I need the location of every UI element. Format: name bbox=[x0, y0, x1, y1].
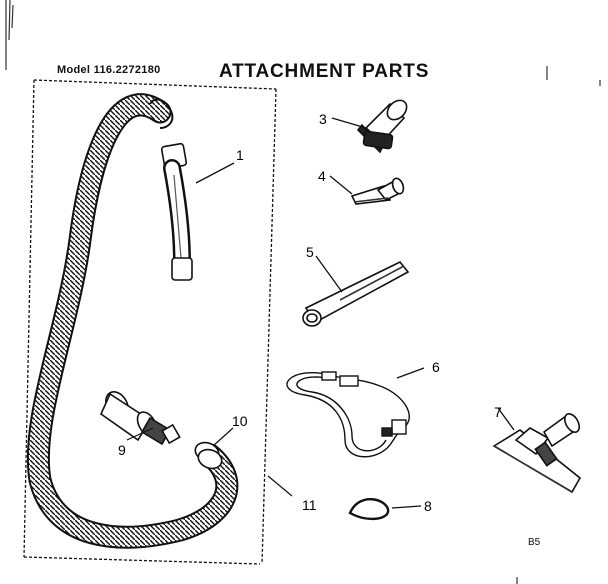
callout-11: 11 bbox=[302, 497, 317, 513]
callout-8: 8 bbox=[424, 498, 432, 514]
callout-9: 9 bbox=[118, 442, 126, 458]
leader-5 bbox=[315, 255, 343, 293]
part-8-retaining-clip bbox=[348, 497, 390, 521]
page-code: B5 bbox=[528, 537, 541, 548]
leader-7 bbox=[497, 407, 515, 431]
callout-1: 1 bbox=[236, 147, 244, 163]
leader-4 bbox=[329, 175, 353, 195]
callout-4: 4 bbox=[318, 168, 326, 184]
callout-5: 5 bbox=[306, 244, 314, 260]
leader-9 bbox=[126, 427, 154, 441]
scan-edge bbox=[5, 0, 14, 70]
leader-11 bbox=[267, 475, 293, 497]
leader-8 bbox=[391, 505, 422, 509]
page-title: ATTACHMENT PARTS bbox=[219, 61, 430, 82]
part-1-hose-handle bbox=[160, 142, 193, 281]
model-number: Model 116.2272180 bbox=[57, 64, 161, 76]
part-4-upholstery-nozzle bbox=[350, 177, 405, 205]
part-9-swivel-connector bbox=[99, 391, 181, 446]
part-5-crevice-tool bbox=[302, 260, 410, 327]
scan-marks bbox=[516, 66, 601, 584]
callout-7: 7 bbox=[494, 404, 502, 420]
part-6-power-cord bbox=[286, 371, 410, 458]
hose-group-box bbox=[23, 79, 277, 565]
part-10-hose-cuff bbox=[194, 441, 223, 470]
hose-assembly bbox=[26, 93, 239, 549]
leader-10 bbox=[212, 427, 234, 447]
leader-3 bbox=[331, 117, 367, 129]
part-3-dusting-brush bbox=[356, 99, 408, 154]
part-7-floor-nozzle bbox=[492, 413, 582, 494]
callout-10: 10 bbox=[232, 413, 248, 429]
callout-3: 3 bbox=[319, 111, 327, 127]
leader-6 bbox=[396, 367, 425, 379]
leader-1 bbox=[195, 162, 235, 184]
callout-6: 6 bbox=[432, 359, 440, 375]
